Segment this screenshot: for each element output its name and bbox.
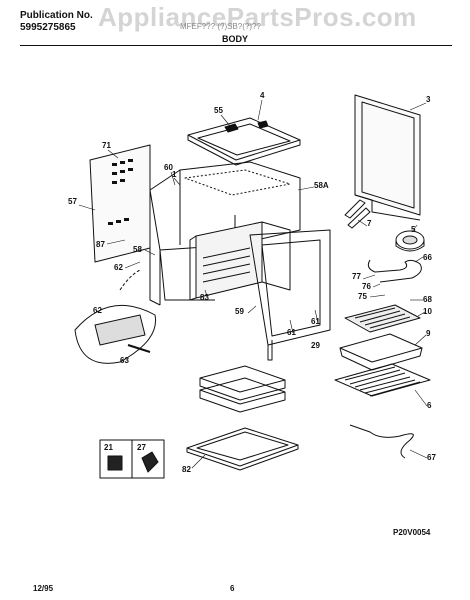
leader-lines: [78, 99, 428, 469]
callout-5: 5: [411, 225, 416, 234]
callout-6: 6: [427, 401, 432, 410]
part-21-shape: [107, 455, 123, 471]
oven-body-frame: [149, 161, 301, 306]
top-frame: [187, 117, 301, 166]
inset-box-27: [131, 439, 165, 479]
side-panel-left: [89, 144, 151, 263]
callout-61-left: 61: [287, 328, 296, 337]
callout-10: 10: [423, 307, 432, 316]
callout-58: 58: [133, 245, 142, 254]
broil-pan: [339, 333, 423, 371]
callout-87: 87: [96, 240, 105, 249]
callout-21: 21: [104, 443, 113, 452]
callout-63: 63: [120, 356, 129, 365]
section-title: BODY: [222, 34, 249, 44]
callout-67: 67: [427, 453, 436, 462]
publication-number: 5995275865: [20, 22, 76, 33]
sensor-element: [349, 424, 414, 459]
footer-date: 12/95: [33, 584, 54, 593]
back-panel: [354, 94, 421, 221]
callout-7: 7: [367, 219, 372, 228]
callout-68: 68: [423, 295, 432, 304]
publication-label: Publication No.: [20, 10, 93, 21]
drawer-panel: [199, 365, 286, 413]
part-27-shape: [141, 451, 159, 473]
callout-61-right: 61: [311, 317, 320, 326]
control-components-inset: [74, 269, 157, 364]
hinge-receptacle: [395, 230, 425, 252]
page-number: 6: [230, 584, 235, 593]
callout-58a: 58A: [314, 181, 329, 190]
callout-77: 77: [352, 272, 361, 281]
front-frame: [249, 229, 331, 361]
callout-83: 83: [200, 293, 209, 302]
callout-62: 62: [114, 263, 123, 272]
callout-59: 59: [235, 307, 244, 316]
callout-82: 82: [182, 465, 191, 474]
callout-62-inset: 62: [93, 306, 102, 315]
bake-element: [367, 259, 422, 283]
callout-76: 76: [362, 282, 371, 291]
broil-grid: [344, 304, 421, 333]
publication-block: Publication No. 5995275865: [20, 10, 93, 34]
callout-60: 60: [164, 163, 173, 172]
callout-71: 71: [102, 141, 111, 150]
callout-1: 1: [172, 170, 177, 179]
watermark-text: AppliancePartsPros.com: [98, 2, 417, 32]
figure-code: P20V0054: [393, 528, 431, 537]
callout-3: 3: [426, 95, 431, 104]
callout-27: 27: [137, 443, 146, 452]
callout-57: 57: [68, 197, 77, 206]
element-bracket: [344, 199, 371, 229]
callout-29: 29: [311, 341, 320, 350]
header-rule: [20, 45, 452, 46]
model-line: MFEF??? (?)SB?(?)??: [180, 22, 261, 31]
callout-4: 4: [260, 91, 265, 100]
callout-75: 75: [358, 292, 367, 301]
oven-rack: [334, 363, 431, 397]
oven-liner: [189, 221, 291, 301]
callout-66: 66: [423, 253, 432, 262]
drawer-bottom: [186, 427, 299, 471]
callout-9: 9: [426, 329, 431, 338]
callout-55: 55: [214, 106, 223, 115]
